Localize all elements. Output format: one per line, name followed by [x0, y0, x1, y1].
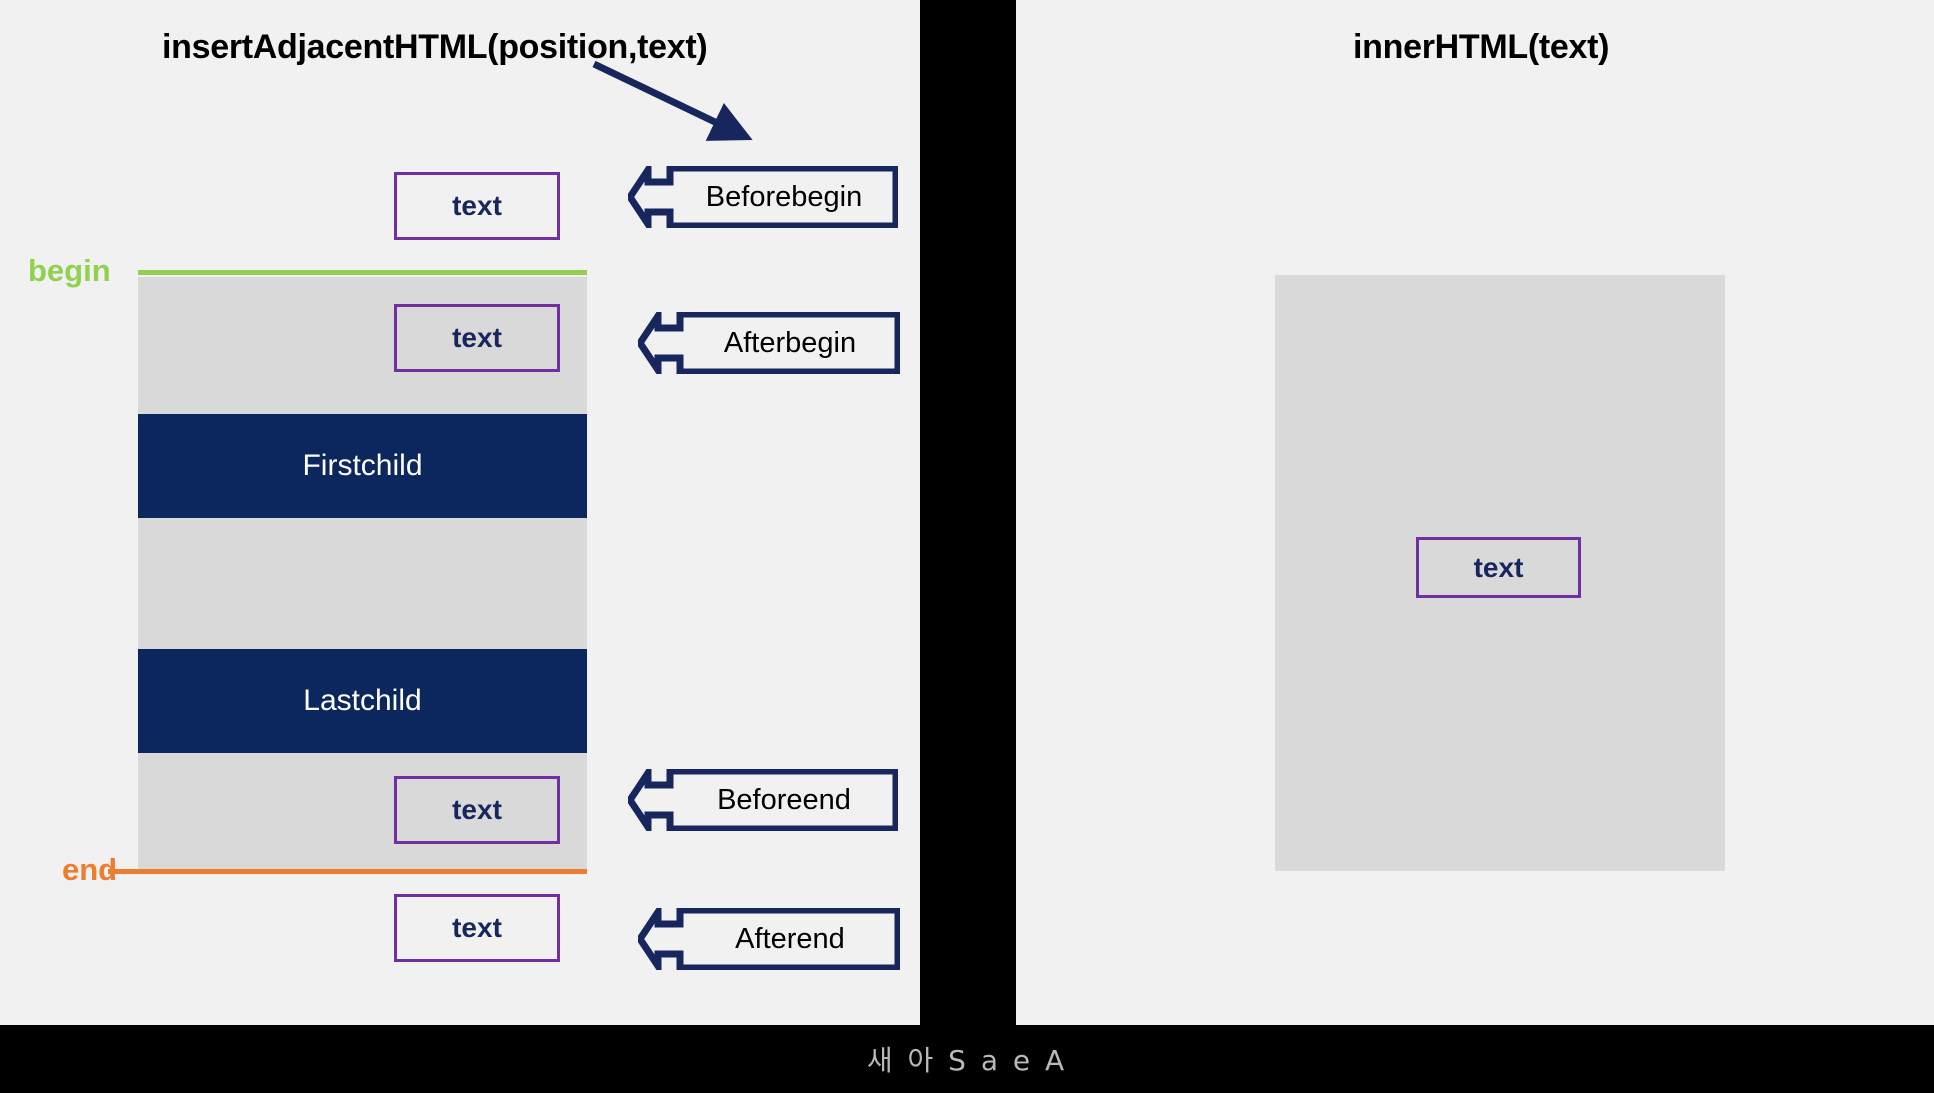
callout-beforeend: Beforeend [628, 769, 898, 831]
inner-parent-element-box [1275, 275, 1725, 871]
left-arrow-callout-icon [628, 166, 898, 228]
callout-afterbegin: Afterbegin [638, 312, 900, 374]
callout-label: Afterend [735, 922, 845, 955]
left-arrow-callout-icon [638, 312, 900, 374]
panel-insert-adjacent-html: insertAdjacentHTML(position,text) begin … [0, 0, 920, 1025]
watermark: 새 아 S a e A [866, 1044, 1068, 1077]
child-block-lastchild: Lastchild [138, 649, 587, 753]
letterbox-vertical [920, 0, 1016, 1025]
callout-afterend: Afterend [638, 908, 900, 970]
parent-element-box [138, 277, 587, 871]
begin-label: begin [28, 253, 111, 288]
callout-label: Afterbegin [723, 326, 857, 359]
diagonal-pointer-arrow [590, 60, 770, 150]
inserted-text-label: text [452, 190, 502, 221]
callout-beforebegin: Beforebegin [628, 166, 898, 228]
end-guide-line [108, 869, 587, 874]
end-label: end [62, 852, 118, 887]
begin-guide-line [138, 270, 587, 275]
child-block-firstchild: Firstchild [138, 414, 587, 518]
page-title-left: insertAdjacentHTML(position,text) [162, 28, 708, 66]
inserted-text-box-beforeend: text [394, 776, 560, 844]
child-block-label: Lastchild [303, 684, 422, 717]
inserted-text-box-afterend: text [394, 894, 560, 962]
inserted-text-box-beforebegin: text [394, 172, 560, 240]
inner-html-text-box: text [1416, 537, 1581, 598]
inserted-text-label: text [452, 912, 502, 943]
callout-label: Beforebegin [705, 180, 863, 213]
inserted-text-box-afterbegin: text [394, 304, 560, 372]
inserted-text-label: text [452, 322, 502, 353]
child-block-label: Firstchild [302, 449, 423, 482]
letterbox-horizontal [0, 1025, 1934, 1093]
left-arrow-callout-icon [628, 769, 898, 831]
page-title-right: innerHTML(text) [1353, 28, 1610, 66]
panel-inner-html: innerHTML(text) text [1016, 0, 1934, 1025]
left-arrow-callout-icon [638, 908, 900, 970]
callout-label: Beforeend [717, 783, 851, 816]
inserted-text-label: text [1473, 551, 1524, 583]
inserted-text-label: text [452, 794, 502, 825]
